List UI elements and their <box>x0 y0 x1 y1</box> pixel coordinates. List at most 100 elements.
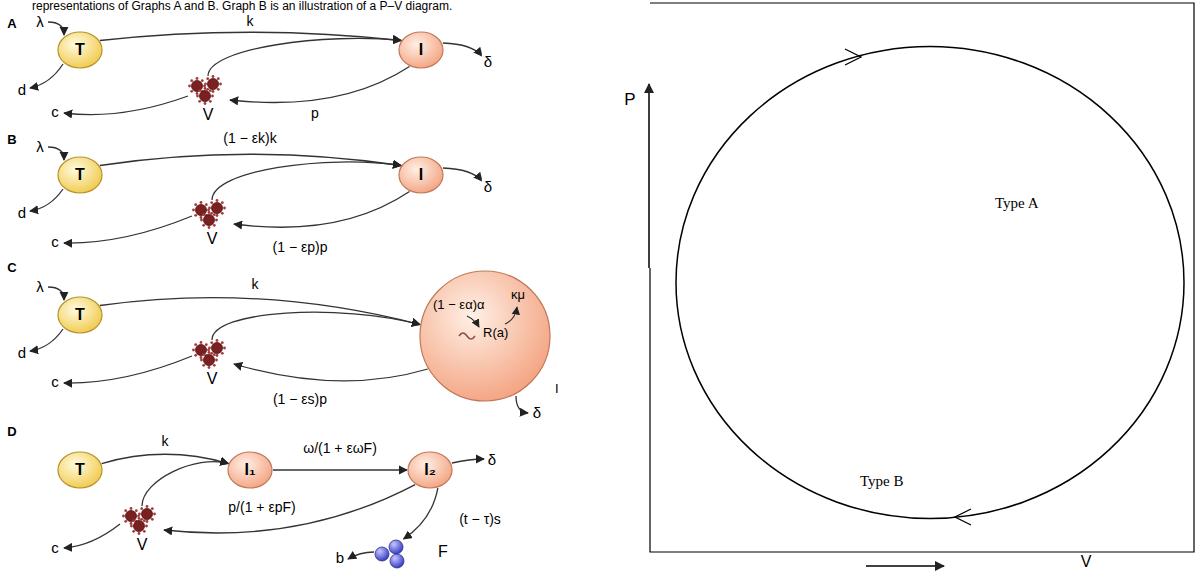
virus-spike <box>153 513 156 516</box>
flow-arrow <box>230 66 410 102</box>
virus-spike <box>194 343 197 346</box>
virus-spike <box>194 203 197 206</box>
p-axis-arrow <box>648 84 650 268</box>
rate-label: p/(1 + εpF) <box>226 500 297 515</box>
virus-spike <box>196 77 199 80</box>
death-arrow <box>452 459 484 463</box>
virus-spike <box>143 519 146 522</box>
flow-arrow <box>100 154 401 165</box>
virus-particle <box>126 511 137 522</box>
clearance-arrow <box>64 356 192 383</box>
cell-outline <box>420 271 550 401</box>
virus-spike <box>215 219 218 222</box>
virus-spike <box>217 88 220 91</box>
virus-spike <box>221 201 224 204</box>
influx-arrow <box>48 22 64 35</box>
virus-cluster: V <box>120 506 164 554</box>
virus-spike <box>124 509 127 512</box>
virus-particle <box>134 521 145 532</box>
virus-particle <box>204 355 215 366</box>
virus-particle <box>204 215 215 226</box>
virus-spike <box>190 90 193 93</box>
influx-arrow <box>48 147 64 160</box>
virus-spike <box>140 507 143 510</box>
panel-letter: C <box>5 261 18 275</box>
rate-label: b <box>334 550 346 567</box>
loss-arrow <box>505 307 517 324</box>
virus-spike <box>208 207 211 210</box>
virus-spike <box>202 224 205 227</box>
flow-arrow <box>100 298 420 325</box>
cycle-ellipse: Type A Type B <box>675 45 1185 520</box>
virus-spike <box>200 201 203 204</box>
cell-circle: T <box>57 31 103 69</box>
virus-spike <box>217 77 220 80</box>
virus-spike <box>198 100 201 103</box>
virus-spike <box>213 213 216 216</box>
flow-arrow <box>100 32 401 40</box>
virus-spike <box>196 95 199 98</box>
node-text: V <box>120 536 164 554</box>
virus-spike <box>138 532 141 535</box>
virus-spike <box>130 522 133 525</box>
node-text: T <box>75 41 85 59</box>
virus-particle <box>200 91 211 102</box>
rate-label: d <box>16 205 28 222</box>
direction-chevron <box>845 49 861 65</box>
virus-spike <box>192 209 195 212</box>
node-text: Type A <box>995 195 1039 212</box>
virus-spike <box>216 214 219 217</box>
rate-label: λ <box>34 14 46 31</box>
death-arrow <box>30 189 63 211</box>
node-text: (1 − εα)α <box>433 298 485 313</box>
virus-cluster: V <box>190 200 234 248</box>
virus-spike <box>209 100 212 103</box>
virus-spike <box>208 226 211 229</box>
virus-spike <box>192 349 195 352</box>
cell-outline <box>58 297 102 333</box>
flow-arrow <box>404 488 438 539</box>
virus-spike <box>130 507 133 510</box>
virus-spike <box>200 219 203 222</box>
node-text: Type B <box>860 473 904 490</box>
node-text: T <box>75 306 85 324</box>
death-arrow <box>30 64 63 88</box>
virus-spike <box>202 213 205 216</box>
rate-label: λ <box>34 279 46 296</box>
flow-arrow <box>234 364 428 381</box>
virus-particle <box>212 343 223 354</box>
rna-coil <box>459 333 475 339</box>
virus-particle <box>196 345 207 356</box>
node-text: T <box>75 166 85 184</box>
virus-spike <box>143 530 146 533</box>
virus-spike <box>213 364 216 367</box>
cell-circle: T <box>57 451 103 489</box>
node-text: F <box>438 543 448 561</box>
death-arrow <box>443 43 482 56</box>
virus-spike <box>151 507 154 510</box>
axis-label: P <box>622 91 637 110</box>
virus-spike <box>130 525 133 528</box>
virus-spike <box>215 359 218 362</box>
virus-spike <box>221 352 224 355</box>
cell-outline <box>58 452 102 488</box>
virus-particle <box>192 81 203 92</box>
virus-spike <box>204 83 207 86</box>
virus-cluster: V <box>186 76 230 124</box>
rate-label: (1 − εs)p <box>271 392 329 407</box>
rate-label: c <box>49 104 61 121</box>
virus-spike <box>221 341 224 344</box>
cell-circle: I <box>398 156 444 194</box>
virus-spike <box>190 79 193 82</box>
node-text: V <box>190 230 234 248</box>
rate-label: δ <box>486 452 498 469</box>
virus-particle <box>196 205 207 216</box>
virus-spike <box>135 509 138 512</box>
rate-label: c <box>49 540 61 557</box>
virus-particle <box>208 79 219 90</box>
panel-letter: D <box>5 425 18 439</box>
caption-text: representations of Graphs A and B. Graph… <box>30 0 454 13</box>
clearance-arrow <box>64 96 188 115</box>
